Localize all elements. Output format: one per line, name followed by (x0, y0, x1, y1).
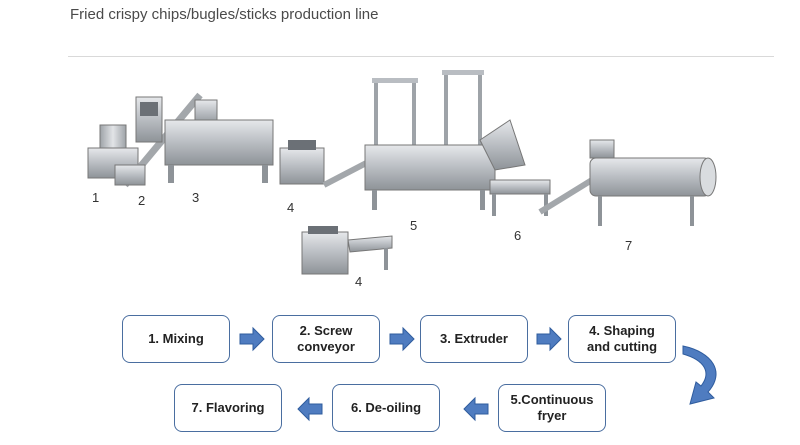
arrow-right-icon (239, 326, 265, 352)
step-de-oiling: 6. De-oiling (332, 384, 440, 432)
curved-arrow-icon (682, 345, 717, 405)
divider (68, 56, 774, 57)
arrow-right-icon (389, 326, 415, 352)
machine-illustrations (87, 70, 717, 275)
mixer-machine (87, 124, 139, 179)
machine-number-7: 7 (625, 238, 633, 253)
step-screw-conveyor: 2. Screw conveyor (272, 315, 380, 363)
machine-number-2: 2 (138, 193, 146, 208)
machine-number-1: 1 (92, 190, 100, 205)
machine-number-4-detail: 4 (355, 274, 363, 289)
shaping-cutting-machine (279, 140, 374, 188)
machine-number-6: 6 (514, 228, 522, 243)
page-title: Fried crispy chips/bugles/sticks product… (70, 6, 379, 23)
machine-number-4: 4 (287, 200, 295, 215)
machine-number-5: 5 (410, 218, 418, 233)
step-mixing: 1. Mixing (122, 315, 230, 363)
arrow-right-icon (536, 326, 562, 352)
step-continuous-fryer: 5.Continuous fryer (498, 384, 606, 432)
step-flavoring: 7. Flavoring (174, 384, 282, 432)
continuous-fryer-machine (364, 70, 526, 210)
machine-number-3: 3 (192, 190, 200, 205)
cutter-detail-machine (301, 226, 393, 275)
extruder-machine (135, 96, 274, 183)
step-extruder: 3. Extruder (420, 315, 528, 363)
arrow-left-icon (463, 396, 489, 422)
step-shaping-cutting: 4. Shaping and cutting (568, 315, 676, 363)
arrow-left-icon (297, 396, 323, 422)
flavoring-machine (589, 139, 717, 226)
